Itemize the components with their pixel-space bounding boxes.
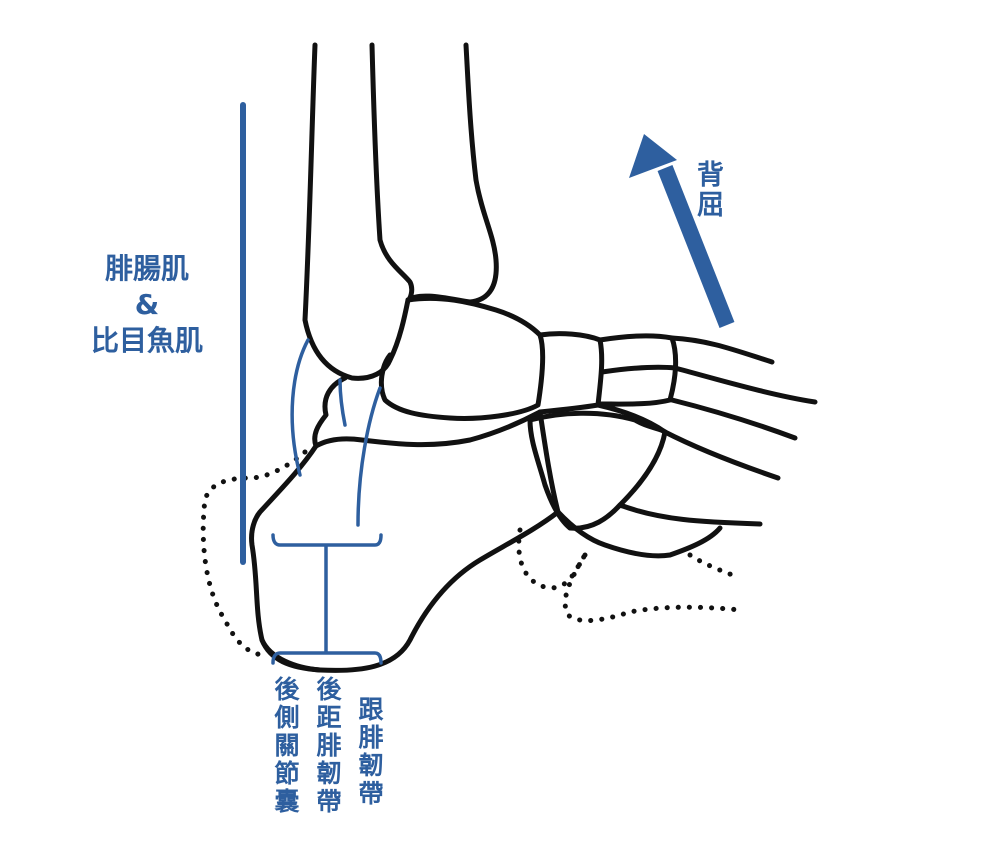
metatarsal-5 bbox=[617, 502, 763, 527]
dorsiflexion-arrow-head bbox=[629, 134, 677, 178]
navicular-outline bbox=[537, 331, 605, 415]
posterior-talofibular-curve bbox=[338, 378, 347, 427]
metatarsal-1 bbox=[669, 335, 775, 365]
top-bracket bbox=[271, 533, 383, 547]
bottom-bracket bbox=[271, 651, 383, 665]
plantar-soft-tissue-dotted-2 bbox=[562, 552, 743, 623]
plantar-soft-tissue-dotted-3 bbox=[687, 552, 743, 581]
posterior-capsule-label: 後側關節囊 bbox=[271, 676, 300, 816]
posterior-talofibular-label: 後距腓韌帶 bbox=[313, 676, 342, 816]
metatarsal-3 bbox=[669, 397, 798, 441]
posterior-process-outline bbox=[312, 375, 348, 449]
muscle-label: 腓腸肌 & 比目魚肌 bbox=[72, 251, 222, 359]
cuneiform-outline bbox=[595, 333, 679, 435]
muscle-label-line3: 比目魚肌 bbox=[90, 324, 203, 357]
dorsiflexion-label: 背屈 bbox=[692, 160, 723, 220]
metatarsal-2 bbox=[672, 365, 818, 405]
calcaneus-outline bbox=[249, 409, 561, 673]
muscle-label-line1: 腓腸肌 bbox=[104, 252, 189, 285]
fibula-inner-line bbox=[369, 42, 415, 303]
heel-underside-outline bbox=[259, 637, 323, 673]
plantar-soft-tissue-dotted-1 bbox=[516, 527, 588, 591]
dorsiflexion-arrow-shaft bbox=[657, 165, 735, 328]
metatarsal-4 bbox=[662, 429, 781, 481]
muscle-label-line2: & bbox=[134, 288, 160, 321]
talus-outline bbox=[378, 295, 546, 421]
plantar-lower-outline bbox=[555, 509, 723, 559]
cuboid-outline bbox=[527, 410, 668, 531]
calcaneofibular-curve bbox=[356, 386, 382, 527]
posterior-capsule-arc bbox=[290, 338, 310, 477]
calcaneofibular-label: 跟腓韌帶 bbox=[355, 696, 384, 808]
tibia-outline bbox=[302, 42, 499, 381]
